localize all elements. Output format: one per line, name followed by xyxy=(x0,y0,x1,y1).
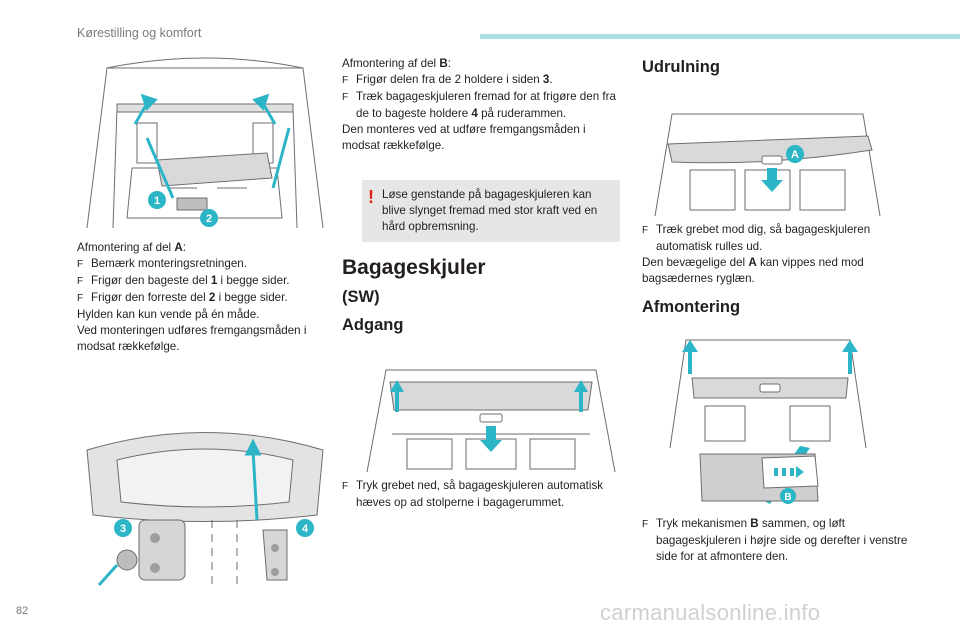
callout-2: 2 xyxy=(206,213,212,225)
figure-remove-part-b: 3 4 xyxy=(77,420,333,590)
callout-4: 4 xyxy=(302,523,309,535)
callout-3: 3 xyxy=(120,523,126,535)
figure-remove-cover: B xyxy=(650,336,885,508)
callout-b: B xyxy=(784,492,791,503)
watermark: carmanualsonline.info xyxy=(600,600,821,625)
figure-remove-part-a: 1 2 xyxy=(77,48,333,230)
figure-access xyxy=(362,364,620,474)
section-subheading: (SW) xyxy=(342,288,380,306)
warning-text: Løse genstande på bagageskjuleren kan bl… xyxy=(382,188,598,233)
callout-a: A xyxy=(791,149,799,161)
subsection-heading-afmontering: Afmontering xyxy=(642,298,741,316)
warning-icon: ! xyxy=(368,187,374,207)
header-accent-bar xyxy=(480,34,960,39)
warning-box: ! Løse genstande på bagageskjuleren kan … xyxy=(362,180,620,242)
chapter-title: Kørestilling og komfort xyxy=(77,26,202,40)
section-heading: Bagageskjuler xyxy=(342,256,486,279)
callout-1: 1 xyxy=(154,195,160,207)
subsection-heading-udrulning: Udrulning xyxy=(642,58,720,76)
page-number: 82 xyxy=(16,605,29,617)
figure-unroll: A xyxy=(650,110,885,218)
page-header: Kørestilling og komfort xyxy=(0,0,960,40)
subsection-heading-adgang: Adgang xyxy=(342,316,404,334)
